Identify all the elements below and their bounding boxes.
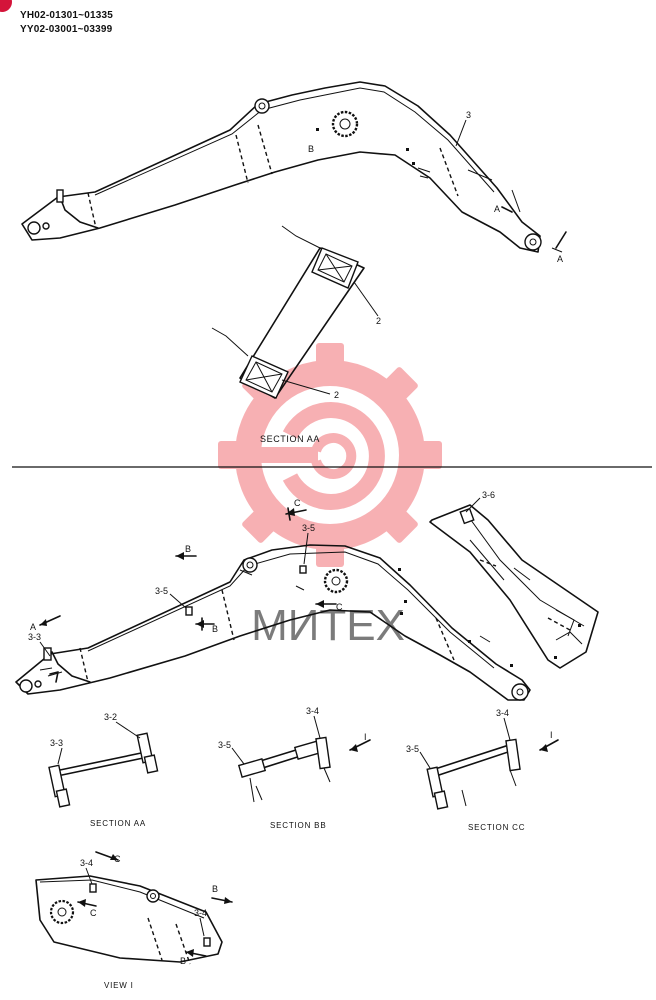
section-aa-caption: SECTION AA: [90, 819, 146, 828]
watermark-text: МИТЕХ: [251, 601, 405, 650]
view-i-detail: 3-4 C C 3-4 B B VIEW I: [35, 851, 233, 990]
section-bb-label-3-5: 3-5: [218, 740, 231, 750]
arm-detail-view: 3-6: [429, 490, 599, 669]
view-i-marker-b-bottom: B: [180, 956, 186, 966]
top-boom-view: B 3 A A: [21, 81, 567, 264]
view-i-marker-c-mid: C: [90, 908, 97, 918]
label-3-5-top: 3-5: [302, 523, 315, 533]
label-3-5-left: 3-5: [155, 586, 168, 596]
marker-b-top: B: [185, 544, 191, 554]
section-cc-label-3-5: 3-5: [406, 744, 419, 754]
serial-range-1: YH02-01301~01335: [20, 10, 113, 21]
section-part-label-2-lower: 2: [334, 390, 339, 400]
marker-c-mid: C: [336, 602, 343, 612]
section-bb-view-marker: I: [364, 732, 367, 742]
view-i-label-3-4-top: 3-4: [80, 858, 93, 868]
section-part-label-2-upper: 2: [376, 316, 381, 326]
marker-a-boom: A: [30, 622, 36, 632]
top-section-aa: 2 2 SECTION AA: [211, 225, 381, 444]
view-i-caption: VIEW I: [104, 981, 134, 990]
page-badge: [0, 0, 12, 12]
top-part-label-3: 3: [466, 110, 471, 120]
section-cc-label-3-4: 3-4: [496, 708, 509, 718]
section-cc-detail: 3-4 3-5 I SECTION CC: [406, 708, 559, 832]
top-section-caption: SECTION AA: [260, 434, 320, 444]
view-i-label-3-4-right: 3-4: [194, 908, 207, 918]
label-3-3-boom: 3-3: [28, 632, 41, 642]
marker-c-top: C: [294, 498, 301, 508]
section-aa-label-3-2: 3-2: [104, 712, 117, 722]
serial-range-2: YY02-03001~03399: [20, 24, 113, 35]
top-section-marker-a-lower: A: [557, 254, 563, 264]
section-bb-label-3-4: 3-4: [306, 706, 319, 716]
top-section-marker-a-upper: A: [494, 204, 500, 214]
bottom-boom-view: 3-3 A 3-5 B B 3-5 C C: [15, 498, 531, 701]
view-i-marker-b-top: B: [212, 884, 218, 894]
section-bb-detail: 3-4 3-5 I SECTION BB: [218, 706, 371, 830]
section-aa-detail: 3-2 3-3 SECTION AA: [48, 712, 159, 828]
section-bb-caption: SECTION BB: [270, 821, 326, 830]
section-cc-view-marker: I: [550, 730, 553, 740]
label-3-6: 3-6: [482, 490, 495, 500]
section-cc-caption: SECTION CC: [468, 823, 525, 832]
svg-text:B: B: [308, 144, 314, 154]
section-aa-label-3-3: 3-3: [50, 738, 63, 748]
marker-b-left: B: [212, 624, 218, 634]
